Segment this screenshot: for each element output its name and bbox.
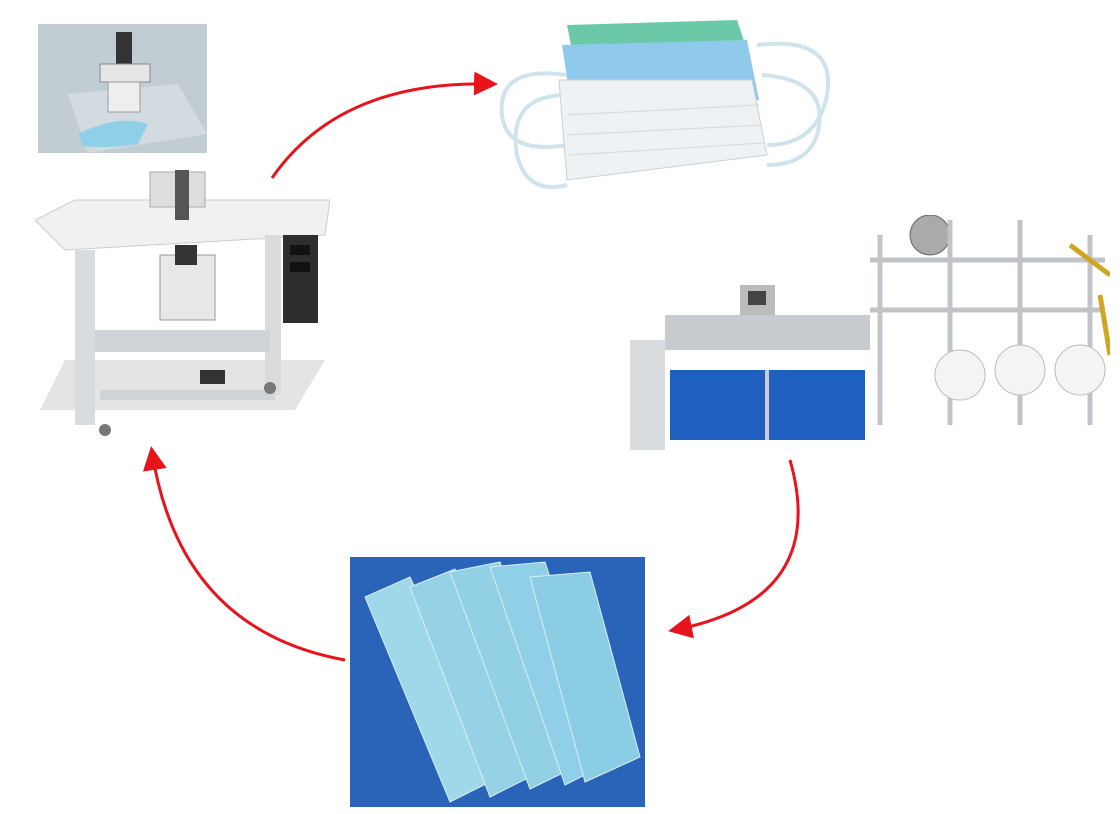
welding-head-closeup-drawing xyxy=(38,24,207,153)
arrow-machine-to-masks xyxy=(270,71,498,179)
earloop-masks-drawing xyxy=(499,20,831,189)
earloop-masks-photo xyxy=(497,5,840,215)
ear-loop-welding-machine-photo xyxy=(35,160,330,442)
flat-masks-photo xyxy=(350,557,645,807)
arrow-line-to-flat-masks xyxy=(668,459,800,639)
arrow-flat-masks-to-machine xyxy=(142,446,346,662)
mask-production-line-photo xyxy=(630,215,1110,460)
production-line-drawing xyxy=(630,215,1110,450)
welding-head-closeup-photo xyxy=(38,24,207,153)
flat-masks-drawing xyxy=(364,561,641,803)
welding-machine-drawing xyxy=(35,170,330,436)
